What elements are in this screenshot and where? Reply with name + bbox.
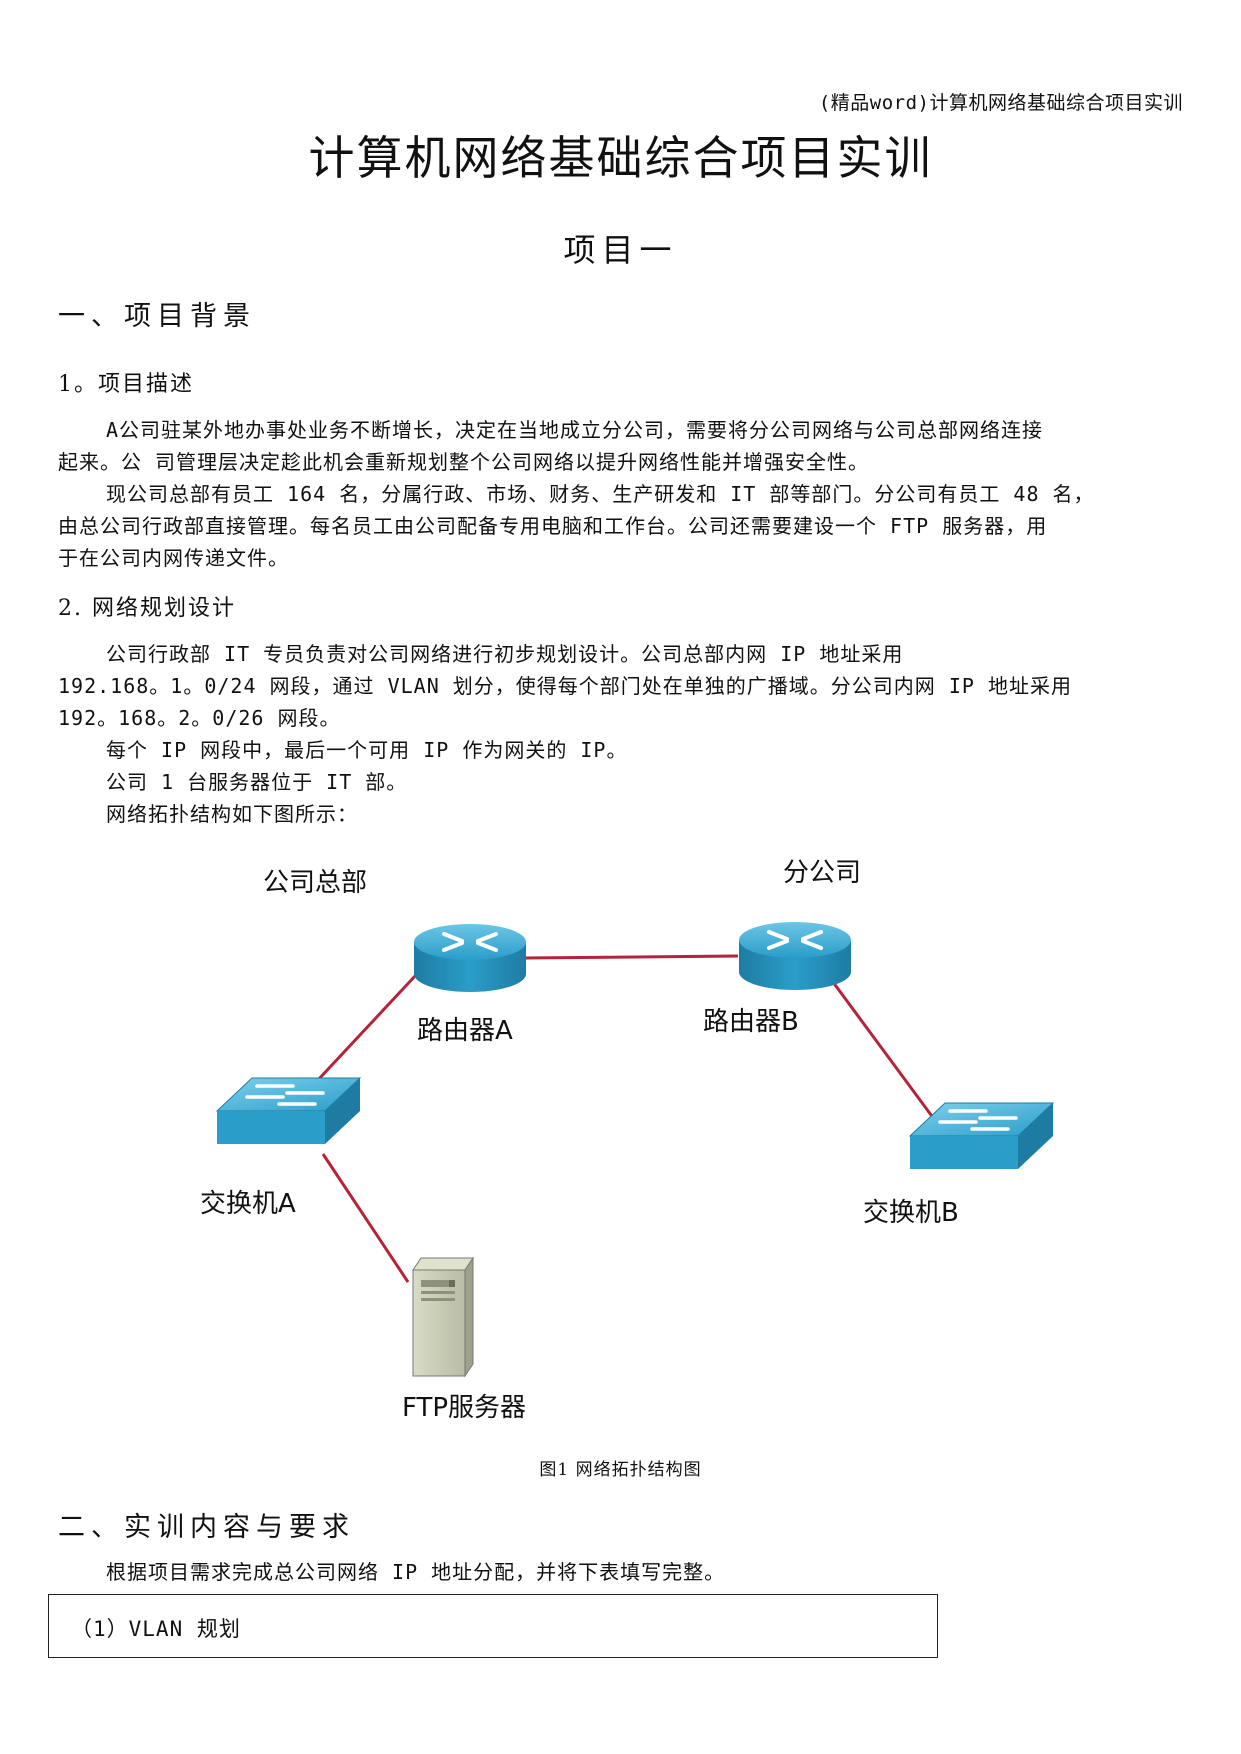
paragraph-line: 现公司总部有员工 164 名，分属行政、市场、财务、生产研发和 IT 部等部门。… (106, 482, 1095, 506)
figure-caption: 图1 网络拓扑结构图 (539, 1460, 702, 1480)
paragraph-line: 起来。公 司管理层决定趁此机会重新规划整个公司网络以提升网络性能并增强安全性。 (58, 450, 870, 474)
paragraph-line: 于在公司内网传递文件。 (58, 546, 289, 570)
paragraph-line: 192.168。1。0/24 网段，通过 VLAN 划分，使得每个部门处在单独的… (58, 674, 1072, 698)
vlan-plan-table: （1）VLAN 规划 (48, 1594, 938, 1658)
section2-intro: 根据项目需求完成总公司网络 IP 地址分配，并将下表填写完整。 (106, 1560, 726, 1584)
section1-sub1-heading: 1。项目描述 (58, 372, 194, 397)
header-note: (精品word)计算机网络基础综合项目实训 (818, 92, 1183, 114)
switch-a-icon (215, 1077, 362, 1144)
section1-sub2-heading: 2. 网络规划设计 (58, 596, 236, 621)
hq-label: 公司总部 (263, 868, 367, 898)
link-router-a-switch-a (301, 973, 418, 1098)
paragraph-line: 网络拓扑结构如下图所示： (106, 802, 358, 826)
switch-b-label: 交换机B (863, 1198, 959, 1228)
paragraph-line: 公司 1 台服务器位于 IT 部。 (106, 770, 408, 794)
branch-label: 分公司 (783, 858, 861, 888)
network-topology-diagram: 公司总部 分公司 路由器A 路由器B 交换机A 交换机B FTP服务器 (200, 858, 1055, 1423)
document-title: 计算机网络基础综合项目实训 (308, 131, 933, 185)
link-router-b-switch-b (828, 977, 936, 1120)
section1-heading: 一、项目背景 (58, 301, 256, 332)
section2-heading: 二、实训内容与要求 (58, 1512, 355, 1543)
router-a-label: 路由器A (417, 1016, 513, 1046)
switch-a-label: 交换机A (200, 1189, 296, 1219)
ftp-server-label: FTP服务器 (402, 1393, 526, 1423)
router-b-icon (739, 922, 851, 990)
router-a-icon (414, 924, 526, 992)
vlan-plan-label: （1）VLAN 规划 (71, 1617, 241, 1641)
switch-b-icon (908, 1102, 1055, 1169)
paragraph-line: 192。168。2。0/26 网段。 (58, 706, 341, 730)
ftp-server-icon (412, 1256, 474, 1378)
router-b-label: 路由器B (703, 1007, 799, 1037)
project-heading: 项目一 (563, 231, 678, 269)
paragraph-line: A公司驻某外地办事处业务不断增长，决定在当地成立分公司，需要将分公司网络与公司总… (106, 418, 1044, 442)
paragraph-line: 公司行政部 IT 专员负责对公司网络进行初步规划设计。公司总部内网 IP 地址采… (106, 642, 904, 666)
paragraph-line: 由总公司行政部直接管理。每名员工由公司配备专用电脑和工作台。公司还需要建设一个 … (58, 514, 1048, 538)
link-switch-a-ftp-server (321, 1153, 410, 1283)
paragraph-line: 每个 IP 网段中，最后一个可用 IP 作为网关的 IP。 (106, 738, 628, 762)
link-router-a-router-b (524, 954, 739, 960)
